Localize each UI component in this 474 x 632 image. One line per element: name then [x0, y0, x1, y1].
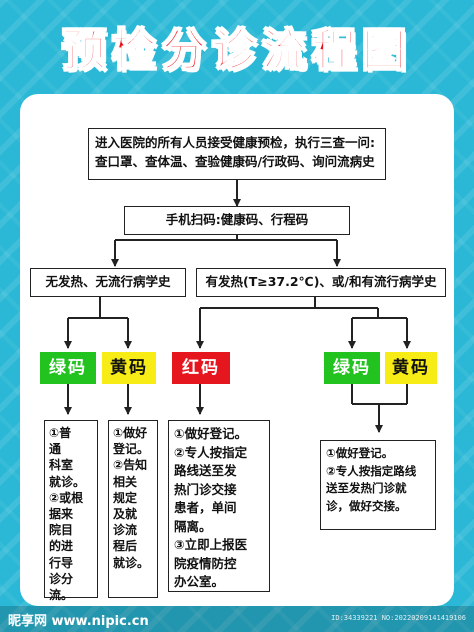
no-fever-box: 无发热、无流行病学史: [30, 268, 186, 297]
yellow-code-badge-left: 黄码: [102, 352, 156, 384]
yellow-instructions: ①做好 登记。 ②告知 相关 规定 及就 诊流 程后 就诊。: [108, 420, 158, 598]
intro-box: 进入医院的所有人员接受健康预检，执行三查一问: 查口罩、查体温、查验健康码/行政…: [88, 128, 386, 180]
yellow-code-badge-right: 黄码: [385, 352, 437, 384]
green-code-badge-left: 绿码: [40, 352, 96, 384]
intro-line-2: 查口罩、查体温、查验健康码/行政码、询问流病史: [95, 154, 375, 169]
watermark-logo: 昵享网 www.nipic.cn: [8, 614, 149, 629]
page-title: 预检分诊流程图: [61, 24, 412, 77]
scan-box: 手机扫码:健康码、行程码: [124, 206, 350, 235]
watermark-id: ID:34339221 NO:20220209141419106: [331, 614, 466, 622]
red-code-badge: 红码: [172, 352, 230, 384]
red-instructions-box: ①做好登记。 ②专人按指定 路线送至发 热门诊交接 患者，单间 隔离。 ③立即上…: [168, 420, 270, 592]
intro-line-1: 进入医院的所有人员接受健康预检，执行三查一问:: [95, 135, 375, 150]
green-code-badge-right: 绿码: [324, 352, 380, 384]
red-instructions-text: ①做好登记。 ②专人按指定 路线送至发 热门诊交接 患者，单间 隔离。 ③立即上…: [174, 426, 248, 589]
right-instructions-box: ①做好登记。 ②专人按指定路线 送至发热门诊就 诊，做好交接。: [320, 440, 436, 530]
fever-box: 有发热(T≥37.2℃)、或/和有流行病学史: [196, 268, 446, 297]
green-instructions: ①普 通 科室 就诊。 ②或根 据来 院目 的进 行导 诊分 流。: [44, 420, 98, 602]
right-instructions-text: ①做好登记。 ②专人按指定路线 送至发热门诊就 诊，做好交接。: [326, 446, 417, 513]
watermark-bar: 昵享网 www.nipic.cn ID:34339221 NO:20220209…: [0, 606, 474, 632]
